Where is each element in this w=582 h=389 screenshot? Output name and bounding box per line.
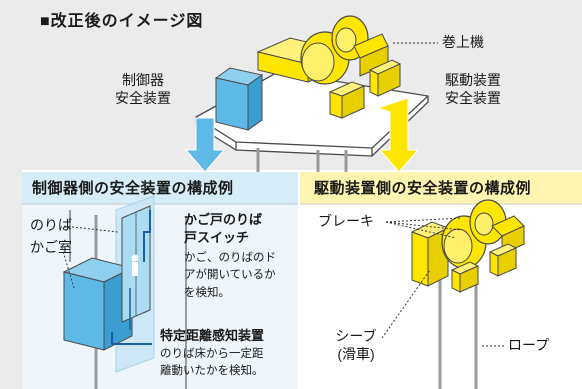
brake-label: ブレーキ bbox=[318, 213, 374, 229]
shaft-poles-top bbox=[256, 148, 348, 172]
car-label: かご室 bbox=[30, 239, 72, 255]
left-margin-band bbox=[0, 0, 22, 389]
switch-leader bbox=[143, 210, 151, 262]
blue-arrow bbox=[184, 117, 226, 173]
switch-description: かご、のりばのド アが開いているか を検知。 bbox=[184, 250, 276, 302]
right-panel-header-bg bbox=[300, 172, 582, 204]
sheave-label: シーブ (滑車) bbox=[326, 328, 386, 363]
sensor-desc-line-2: 離動いたかを検知。 bbox=[160, 365, 264, 378]
left-panel-header: 制御器側の安全装置の構成例 bbox=[32, 180, 234, 197]
landing-label: のりば bbox=[30, 217, 72, 233]
controller-label-line-1: 制御器 bbox=[122, 72, 164, 88]
sensor-title: 特定距離感知装置 bbox=[160, 328, 265, 343]
sensor-leader bbox=[111, 332, 152, 345]
landing-leader bbox=[63, 225, 119, 233]
sheave-label-line-2: (滑車) bbox=[337, 345, 375, 362]
switch-title-line-2: 戸スイッチ bbox=[184, 230, 250, 245]
sensor-desc-line-1: のりば床から一定距 bbox=[160, 348, 264, 360]
left-panel-header-bg bbox=[22, 172, 298, 204]
brake-leader-2 bbox=[385, 221, 463, 231]
drive-label-line-2: 安全装置 bbox=[445, 89, 501, 106]
switch-desc-line-3: を検知。 bbox=[184, 286, 230, 299]
diagram-title: ■改正後のイメージ図 bbox=[40, 13, 204, 30]
brake-leader-1 bbox=[385, 217, 463, 223]
switch-desc-line-2: アが開いているか bbox=[184, 269, 276, 282]
hoist-machine bbox=[256, 15, 402, 119]
switch-desc-line-1: かご、のりばのド bbox=[184, 252, 276, 264]
right-panel-header: 駆動装置側の安全装置の構成例 bbox=[314, 180, 532, 197]
sheave-label-line-1: シーブ bbox=[335, 328, 377, 344]
hoist-label: 巻上機 bbox=[442, 34, 484, 50]
sheave-leader bbox=[381, 269, 431, 339]
switch-title-line-1: かご戸のりば bbox=[184, 212, 263, 227]
drive-label-line-1: 駆動装置 bbox=[445, 72, 501, 88]
controller-box bbox=[214, 67, 264, 131]
controller-label-line-2: 安全装置 bbox=[115, 89, 171, 106]
sensor-description: のりば床から一定距 離動いたかを検知。 bbox=[160, 346, 264, 381]
drive-unit-illustration bbox=[410, 199, 525, 389]
controller-label: 制御器 安全装置 bbox=[98, 72, 188, 107]
drive-label: 駆動装置 安全装置 bbox=[428, 72, 518, 107]
car-leader bbox=[61, 247, 75, 289]
rope-label: ロープ bbox=[508, 337, 550, 353]
